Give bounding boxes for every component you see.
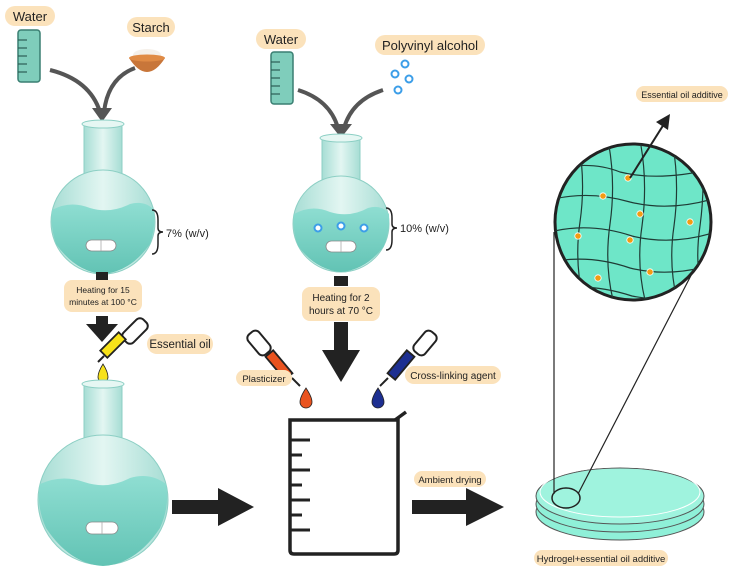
heating-arrow-middle bbox=[322, 276, 360, 382]
pour-arrows-middle bbox=[297, 88, 384, 129]
essential-oil-dropper-icon bbox=[97, 317, 149, 363]
svg-text:Starch: Starch bbox=[132, 20, 170, 35]
svg-text:hours at 70 °C: hours at 70 °C bbox=[309, 306, 373, 317]
crosslinker-drop-icon bbox=[371, 387, 385, 409]
flask-mixture-icon bbox=[37, 379, 169, 566]
svg-text:Water: Water bbox=[264, 32, 299, 47]
crosslinker-dropper-icon bbox=[379, 329, 438, 387]
concentration-pva: 10% (w/v) bbox=[400, 223, 449, 235]
svg-text:Essential oil additive: Essential oil additive bbox=[641, 90, 723, 100]
plasticizer-dropper-icon bbox=[246, 329, 301, 387]
petri-dish-icon bbox=[535, 466, 705, 541]
zoom-lines bbox=[553, 232, 701, 495]
svg-text:Hydrogel+essential oil additiv: Hydrogel+essential oil additive bbox=[537, 554, 666, 565]
pour-arrows-left bbox=[49, 66, 136, 113]
starch-bowl-icon bbox=[129, 49, 165, 72]
heating-label-starch: Heating for 15 minutes at 100 °C bbox=[64, 280, 142, 312]
flask-pva-icon bbox=[292, 133, 390, 273]
svg-text:Heating for 2: Heating for 2 bbox=[312, 293, 370, 304]
hydrogel-network-zoom bbox=[553, 142, 713, 302]
svg-text:Ambient drying: Ambient drying bbox=[418, 475, 481, 486]
oil-drop-icon bbox=[97, 363, 109, 383]
svg-text:Plasticizer: Plasticizer bbox=[242, 374, 285, 385]
graduated-cylinder-icon-middle bbox=[270, 51, 294, 105]
heating-label-pva: Heating for 2 hours at 70 °C bbox=[302, 287, 380, 321]
essential-oil-label: Essential oil bbox=[147, 334, 213, 354]
plasticizer-drop-icon bbox=[299, 387, 313, 409]
beaker-graduations bbox=[290, 438, 310, 532]
concentration-starch: 7% (w/v) bbox=[166, 228, 209, 240]
graduated-cylinder-icon bbox=[17, 29, 41, 83]
arrow-to-beaker bbox=[172, 488, 254, 526]
flask-starch-icon bbox=[50, 119, 156, 275]
svg-text:minutes at 100 °C: minutes at 100 °C bbox=[69, 297, 137, 307]
zoom-region-marker bbox=[551, 487, 581, 509]
svg-text:Cross-linking agent: Cross-linking agent bbox=[410, 371, 496, 382]
water-label-left: Water bbox=[5, 6, 55, 26]
pva-label: Polyvinyl alcohol bbox=[375, 35, 485, 55]
svg-text:Essential oil: Essential oil bbox=[149, 339, 210, 351]
oil-additive-label: Essential oil additive bbox=[636, 86, 728, 102]
beaker-icon bbox=[288, 410, 408, 556]
svg-text:Water: Water bbox=[13, 9, 48, 24]
starch-label: Starch bbox=[127, 17, 175, 37]
bracket-pva bbox=[385, 207, 398, 251]
plasticizer-label: Plasticizer bbox=[236, 370, 292, 386]
crosslinker-label: Cross-linking agent bbox=[405, 366, 501, 384]
ambient-drying-label: Ambient drying bbox=[414, 471, 486, 487]
product-label: Hydrogel+essential oil additive bbox=[534, 550, 668, 566]
bracket-starch bbox=[151, 209, 164, 255]
svg-text:Polyvinyl alcohol: Polyvinyl alcohol bbox=[382, 38, 478, 53]
water-label-middle: Water bbox=[256, 29, 306, 49]
svg-text:Heating for 15: Heating for 15 bbox=[76, 285, 130, 295]
pva-granules-icon bbox=[390, 59, 414, 95]
arrow-to-petri bbox=[412, 488, 504, 526]
additive-pointer-arrow bbox=[629, 114, 670, 179]
